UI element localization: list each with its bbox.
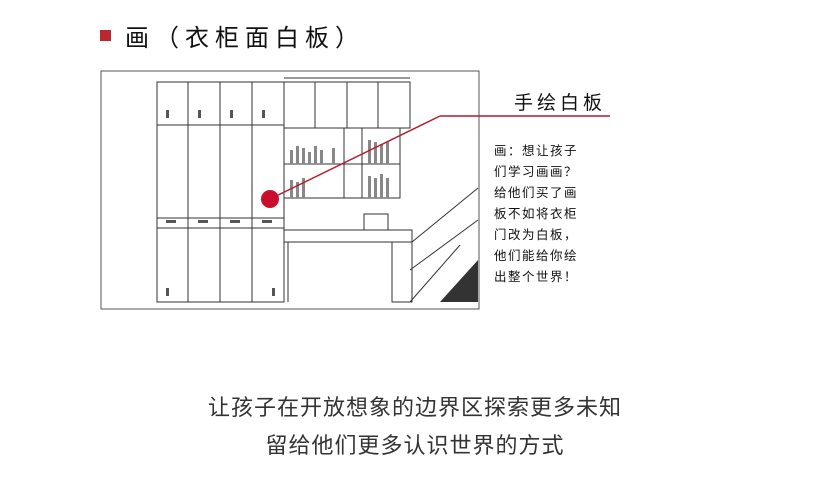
section-heading: 画（衣柜面白板） bbox=[100, 20, 365, 52]
note-line: 们学习画画？ bbox=[494, 164, 579, 179]
callout-dot bbox=[261, 190, 279, 208]
note-line: 板不如将衣柜 bbox=[494, 206, 579, 221]
note-line: 画：想让孩子 bbox=[494, 143, 579, 158]
note-line: 门改为白板， bbox=[494, 227, 579, 242]
desk-top bbox=[283, 229, 413, 243]
caption-line-2: 留给他们更多认识世界的方式 bbox=[265, 434, 565, 459]
callout-note: 画：想让孩子 们学习画画？ 给他们买了画 板不如将衣柜 门改为白板， 他们能给你… bbox=[494, 140, 614, 287]
callout-line bbox=[269, 115, 441, 200]
caption-line-1: 让孩子在开放想象的边界区探索更多未知 bbox=[207, 396, 622, 421]
bookshelf bbox=[283, 127, 401, 199]
section-title: 画（衣柜面白板） bbox=[125, 23, 365, 52]
red-square-marker bbox=[100, 29, 111, 41]
book-stack bbox=[363, 213, 389, 231]
note-line: 给他们买了画 bbox=[494, 185, 579, 200]
sketch-frame bbox=[100, 70, 480, 310]
callout-label: 手绘白板 bbox=[514, 92, 607, 114]
note-line: 他们能给你绘 bbox=[494, 248, 579, 263]
note-line: 出整个世界！ bbox=[494, 269, 579, 284]
